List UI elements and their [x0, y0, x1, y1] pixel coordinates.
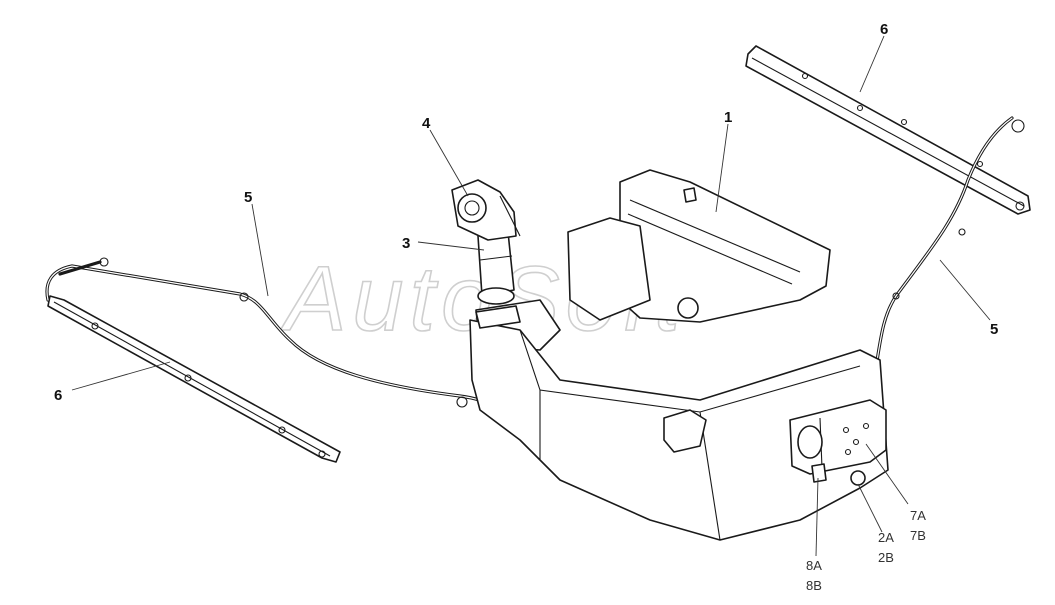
- callout-5-left: 5: [244, 189, 252, 206]
- top-spray-rail: [745, 45, 1031, 215]
- leader-lines: [71, 35, 991, 557]
- callout-4: 4: [422, 115, 431, 132]
- pump-assembly: [789, 399, 887, 486]
- filler-tube: [475, 231, 521, 329]
- callout-7b: 7B: [910, 528, 926, 543]
- callout-6-left: 6: [54, 387, 62, 404]
- callout-2b: 2B: [878, 550, 894, 565]
- right-hose: [870, 116, 1025, 392]
- filler-cap: [451, 179, 521, 241]
- callout-7a: 7A: [910, 508, 926, 523]
- callout-8b: 8B: [806, 578, 822, 593]
- callout-6-top: 6: [880, 21, 888, 38]
- callout-1: 1: [724, 109, 732, 126]
- washer-tank: [469, 169, 889, 541]
- callout-5-right: 5: [990, 321, 998, 338]
- callout-3: 3: [402, 235, 410, 252]
- left-spray-rail: [47, 295, 341, 463]
- callout-8a: 8A: [806, 558, 822, 573]
- callout-2a: 2A: [878, 530, 894, 545]
